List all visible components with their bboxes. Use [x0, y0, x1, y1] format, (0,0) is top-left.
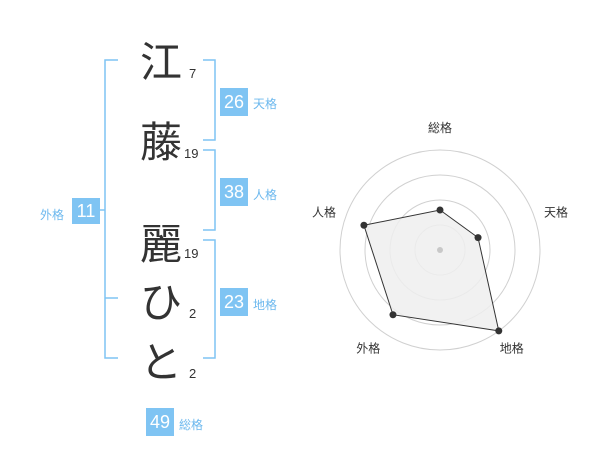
radar-point-5	[360, 221, 368, 229]
radar-axis-label-3: 地格	[500, 341, 524, 356]
name-char-5: と	[140, 338, 183, 387]
radar-point-4	[389, 311, 397, 319]
jinkaku-badge: 38	[220, 178, 248, 206]
gaikaku-bracket	[104, 59, 118, 359]
tenkaku-badge: 26	[220, 88, 248, 116]
radar-ring-3	[364, 174, 516, 326]
radar-axis-label-2: 天格	[544, 204, 568, 219]
radar-center	[437, 247, 443, 253]
name-char-4: ひ	[140, 278, 183, 327]
jinkaku-bracket	[203, 149, 216, 231]
radar-axis-label-5: 人格	[312, 204, 336, 219]
chikaku-bracket	[203, 239, 216, 359]
chikaku-label: 地格	[253, 298, 278, 312]
stroke-count-2: 19	[184, 146, 199, 161]
name-char-1: 江	[140, 38, 183, 87]
name-char-3: 麗	[140, 220, 183, 269]
name-char-2: 藤	[140, 118, 183, 167]
soukaku-badge: 49	[146, 408, 174, 436]
radar-point-2	[474, 234, 482, 242]
radar-point-3	[495, 327, 503, 335]
chikaku-badge: 23	[220, 288, 248, 316]
tenkaku-bracket	[203, 59, 216, 141]
tenkaku-label: 天格	[253, 97, 278, 111]
radar-ring-4	[339, 149, 541, 351]
radar-axis-label-4: 外格	[356, 341, 380, 356]
stroke-count-5: 2	[189, 366, 197, 381]
jinkaku-label: 人格	[253, 188, 278, 202]
stroke-count-4: 2	[189, 306, 197, 321]
stroke-count-1: 7	[189, 66, 197, 81]
radar-area	[363, 209, 500, 332]
radar-axis-label-1: 総格	[428, 120, 452, 135]
gaikaku-badge: 11	[72, 198, 100, 224]
stroke-count-3: 19	[184, 246, 199, 261]
gaikaku-label: 外格	[40, 208, 65, 222]
radar-point-1	[436, 206, 444, 214]
soukaku-label: 総格	[179, 418, 204, 432]
